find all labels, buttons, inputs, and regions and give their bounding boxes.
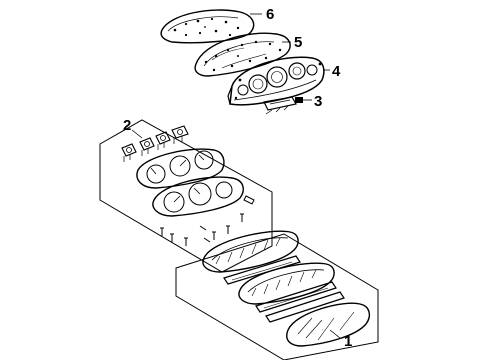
lens-mark: . bbox=[322, 326, 323, 332]
callout-1: 1 bbox=[329, 329, 352, 350]
group-2-box bbox=[99, 119, 273, 273]
gauge-bezel bbox=[152, 176, 244, 217]
callout-3-label: 3 bbox=[314, 93, 322, 110]
screws-and-bulbs bbox=[160, 195, 255, 246]
bezel-strip-2 bbox=[255, 281, 337, 313]
callout-6: 6 bbox=[250, 6, 274, 23]
callout-2-label: 2 bbox=[123, 117, 131, 134]
gauge-modules bbox=[121, 125, 189, 162]
group-1-box bbox=[175, 233, 379, 360]
bezel-strip-3 bbox=[265, 291, 345, 323]
callout-2: 2 bbox=[123, 117, 143, 139]
cluster-lens: . bbox=[286, 302, 371, 347]
dial-face bbox=[136, 148, 225, 189]
bezel-strip-1 bbox=[223, 255, 301, 285]
callout-1-label: 1 bbox=[344, 333, 352, 350]
part-6-rear-cover bbox=[160, 9, 255, 44]
cluster-frame-upper bbox=[202, 230, 299, 273]
cluster-frame-lower bbox=[238, 262, 335, 305]
part-3-connector bbox=[263, 96, 303, 115]
part-4-cluster-housing bbox=[227, 56, 325, 106]
callout-4: 4 bbox=[324, 63, 341, 80]
part-5-circuit-board bbox=[194, 32, 291, 77]
callout-4-label: 4 bbox=[332, 63, 341, 80]
callout-5: 5 bbox=[282, 34, 302, 51]
callout-6-label: 6 bbox=[266, 6, 274, 23]
callout-3: 3 bbox=[303, 93, 322, 110]
callout-5-label: 5 bbox=[294, 34, 302, 51]
